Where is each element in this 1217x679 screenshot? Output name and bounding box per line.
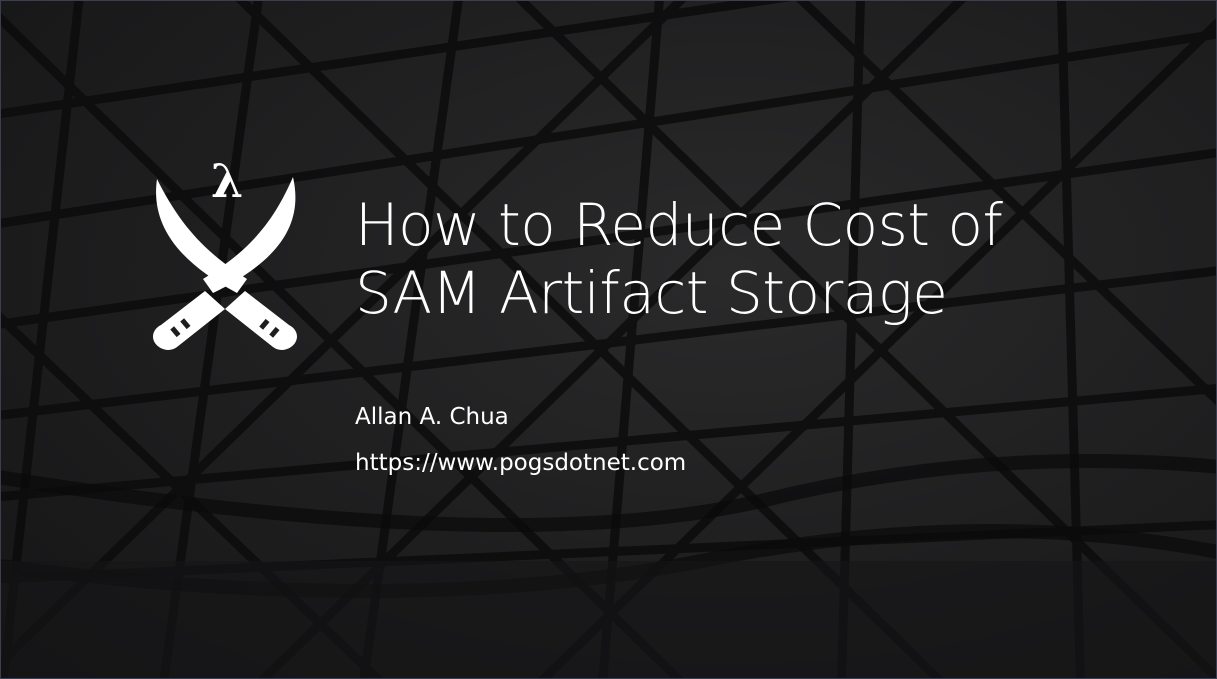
slide-title: How to Reduce Cost of SAM Artifact Stora… [355, 191, 1175, 327]
slide-subtitle: Allan A. Chua https://www.pogsdotnet.com [355, 394, 686, 486]
slide-title-line-2: SAM Artifact Storage [355, 259, 948, 327]
slide-title-line-1: How to Reduce Cost of [355, 191, 1003, 259]
crossed-swords-lambda-icon: λ [153, 154, 297, 350]
author-name: Allan A. Chua [355, 404, 509, 430]
website-url: https://www.pogsdotnet.com [355, 450, 687, 476]
lambda-icon: λ [211, 154, 243, 208]
